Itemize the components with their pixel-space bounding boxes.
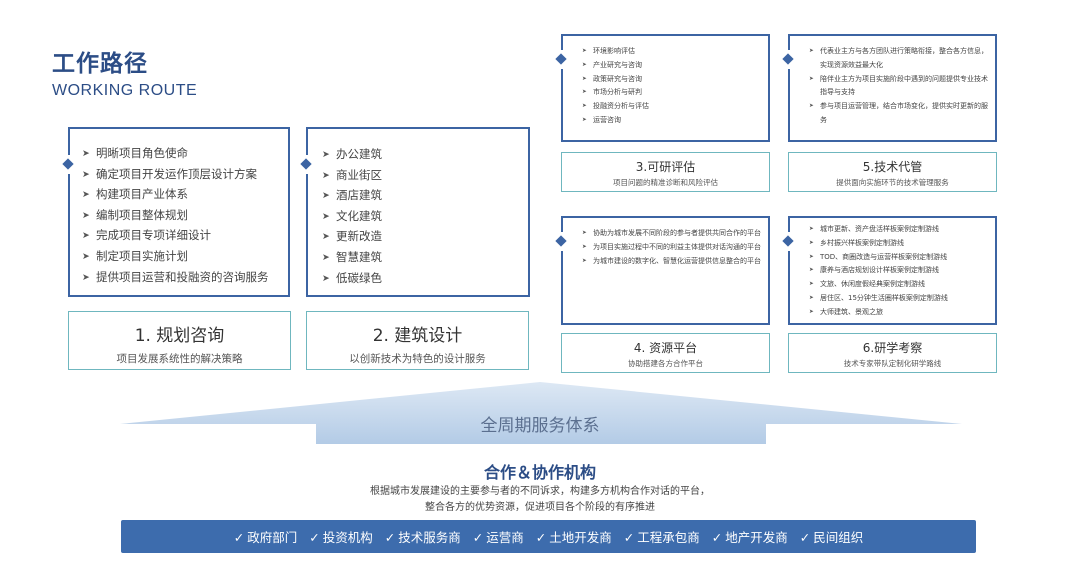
org-item: ✓工程承包商 [623,530,700,545]
list-item: TOD、商圈改造与运营样板案例定制游线 [809,251,948,265]
list-item: 乡村振兴样板案例定制游线 [809,237,948,251]
list-item: 编制项目整体规划 [82,205,269,226]
list-item: 城市更新、资产盘活样板案例定制游线 [809,223,948,237]
page-subtitle: WORKING ROUTE [52,82,198,99]
tech-management-desc: 提供面向实施环节的技术管理服务 [836,178,949,187]
page-title: 工作路径 [52,51,148,77]
list-item: 投融资分析与评估 [582,100,649,114]
list-item: 构建项目产业体系 [82,184,269,205]
check-icon: ✓ [711,530,723,545]
check-icon: ✓ [384,530,396,545]
planning-consulting-box: 1. 规划咨询 项目发展系统性的解决策略 [68,311,291,370]
list-item: 办公建筑 [322,144,382,165]
study-tour-items-list: 城市更新、资产盘活样板案例定制游线 乡村振兴样板案例定制游线 TOD、商圈改造与… [809,223,948,320]
planning-items-list: 明晰项目角色使命 确定项目开发运作顶层设计方案 构建项目产业体系 编制项目整体规… [82,143,269,288]
list-item: 智慧建筑 [322,247,382,268]
check-icon: ✓ [623,530,635,545]
cooperation-desc-line-1: 根据城市发展建设的主要参与者的不同诉求，构建多方机构合作对话的平台， [370,486,710,497]
study-tour-title: 6.研学考察 [862,341,923,355]
list-item: 参与项目运营管理，结合市场变化，提供实时更新的服务 [809,100,992,128]
list-item: 居住区、15分钟生活圈样板案例定制游线 [809,292,948,306]
architecture-items-list: 办公建筑 商业街区 酒店建筑 文化建筑 更新改造 智慧建筑 低碳绿色 [322,144,382,289]
org-item: ✓民间组织 [799,530,864,545]
list-item: 为城市建设的数字化、智慧化运营提供信息整合的平台 [582,255,765,269]
resource-platform-desc: 协助搭建各方合作平台 [628,359,703,368]
tech-management-box: 5.技术代管 提供面向实施环节的技术管理服务 [788,152,997,192]
organization-bar: ✓政府部门 ✓投资机构 ✓技术服务商 ✓运营商 ✓土地开发商 ✓工程承包商 ✓地… [121,520,976,553]
planning-consulting-desc: 项目发展系统性的解决策略 [116,353,243,365]
list-item: 代表业主方与各方团队进行策略衔接，整合各方信息，实现资源效益最大化 [809,45,992,73]
study-tour-desc: 技术专家带队定制化研学路线 [843,359,942,368]
study-tour-items-bracket: 城市更新、资产盘活样板案例定制游线 乡村振兴样板案例定制游线 TOD、商圈改造与… [782,216,997,325]
planning-items-bracket: 明晰项目角色使命 确定项目开发运作顶层设计方案 构建项目产业体系 编制项目整体规… [62,127,290,297]
resource-platform-title: 4. 资源平台 [633,341,698,355]
list-item: 文旅、休闲度假经典案例定制游线 [809,278,948,292]
list-item: 产业研究与咨询 [582,59,649,73]
architecture-design-desc: 以创新技术为特色的设计服务 [349,353,486,365]
list-item: 酒店建筑 [322,185,382,206]
feasibility-items-list: 环境影响评估 产业研究与咨询 政策研究与咨询 市场分析与研判 投融资分析与评估 … [582,45,649,128]
list-item: 更新改造 [322,226,382,247]
list-item: 制定项目实施计划 [82,246,269,267]
architecture-items-bracket: 办公建筑 商业街区 酒店建筑 文化建筑 更新改造 智慧建筑 低碳绿色 [300,127,530,297]
feasibility-desc: 项目问题的精准诊断和风险评估 [613,178,718,187]
resource-platform-items-list: 协助为城市发展不同阶段的参与者提供共同合作的平台 为项目实施过程中不同的利益主体… [582,227,765,269]
list-item: 提供项目运营和投融资的咨询服务 [82,267,268,288]
org-item: ✓土地开发商 [535,530,612,545]
list-item: 运营咨询 [582,114,649,128]
feasibility-title: 3.可研评估 [635,160,696,174]
list-item: 环境影响评估 [582,45,649,59]
check-icon: ✓ [535,530,547,545]
org-item: ✓运营商 [472,530,524,545]
list-item: 商业街区 [322,165,382,186]
list-item: 市场分析与研判 [582,86,649,100]
list-item: 大师建筑、景观之旅 [809,306,948,320]
tech-management-items-bracket: 代表业主方与各方团队进行策略衔接，整合各方信息，实现资源效益最大化 陪伴业主方为… [782,34,997,142]
org-item: ✓技术服务商 [384,530,461,545]
list-item: 协助为城市发展不同阶段的参与者提供共同合作的平台 [582,227,765,241]
list-item: 政策研究与咨询 [582,73,649,87]
org-item: ✓投资机构 [309,530,373,545]
tech-management-items-list: 代表业主方与各方团队进行策略衔接，整合各方信息，实现资源效益最大化 陪伴业主方为… [809,45,992,128]
feasibility-box: 3.可研评估 项目问题的精准诊断和风险评估 [561,152,770,192]
list-item: 低碳绿色 [322,268,382,289]
check-icon: ✓ [309,530,320,545]
check-icon: ✓ [472,530,484,545]
check-icon: ✓ [799,530,811,545]
list-item: 陪伴业主方为项目实施阶段中遇到的问题提供专业技术指导与支持 [809,73,992,101]
list-item: 完成项目专项详细设计 [82,225,269,246]
check-icon: ✓ [233,530,245,545]
org-item: ✓地产开发商 [711,530,788,545]
resource-platform-box: 4. 资源平台 协助搭建各方合作平台 [561,333,770,373]
cooperation-title: 合作＆协作机构 [483,463,596,482]
list-item: 文化建筑 [322,206,382,227]
planning-consulting-title: 1. 规划咨询 [134,326,225,346]
cooperation-desc-line-2: 整合各方的优势资源，促进项目各个阶段的有序推进 [425,502,655,513]
feasibility-items-bracket: 环境影响评估 产业研究与咨询 政策研究与咨询 市场分析与研判 投融资分析与评估 … [555,34,770,142]
service-system-label: 全周期服务体系 [480,416,600,436]
tech-management-title: 5.技术代管 [862,160,923,174]
org-item: ✓政府部门 [233,530,298,545]
list-item: 确定项目开发运作顶层设计方案 [82,164,269,185]
study-tour-box: 6.研学考察 技术专家带队定制化研学路线 [788,333,997,373]
resource-platform-items-bracket: 协助为城市发展不同阶段的参与者提供共同合作的平台 为项目实施过程中不同的利益主体… [555,216,770,325]
cooperation-description: 根据城市发展建设的主要参与者的不同诉求，构建多方机构合作对话的平台， 整合各方的… [0,484,1080,516]
architecture-design-title: 2. 建筑设计 [372,326,463,346]
architecture-design-box: 2. 建筑设计 以创新技术为特色的设计服务 [306,311,529,370]
list-item: 明晰项目角色使命 [82,143,269,164]
list-item: 为项目实施过程中不同的利益主体提供对话沟通的平台 [582,241,765,255]
list-item: 康养与酒店规划设计样板案例定制游线 [809,264,948,278]
band-shape [120,382,962,444]
